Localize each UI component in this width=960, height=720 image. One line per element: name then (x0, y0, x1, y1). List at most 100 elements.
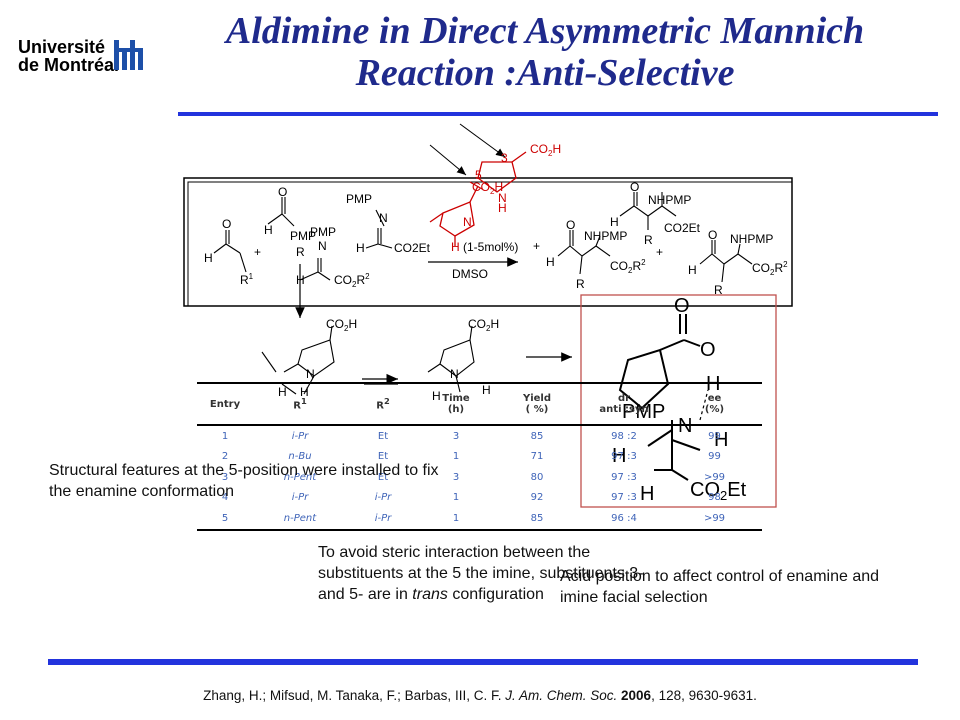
svg-text:N: N (318, 239, 327, 253)
svg-text:N: N (306, 367, 315, 381)
svg-text:H: H (688, 263, 697, 277)
header-ee: ee(%) (704, 393, 725, 415)
svg-text:R: R (576, 277, 585, 291)
svg-text:CO2R2: CO2R2 (752, 260, 788, 277)
header-entry: Entry (209, 398, 241, 410)
svg-text:O: O (566, 218, 575, 232)
position-5-label: 5 (475, 168, 482, 182)
catalyst-acid-top-label: CO2H (530, 142, 561, 158)
svg-text:H: H (356, 241, 365, 255)
ts-acid-o-label: O (700, 339, 716, 361)
reaction-scheme: CO2H CO2H N H N H 3 5 (1-5mol%) DMSO O H… (183, 123, 793, 508)
pointer-arrow-5 (429, 144, 467, 176)
catalyst-loading-label: (1-5mol%) (463, 240, 518, 254)
svg-text:H: H (482, 383, 491, 397)
svg-text:+: + (533, 239, 540, 253)
catalyst-n2-label: N (463, 215, 472, 229)
svg-text:R: R (296, 245, 305, 259)
pointer-arrow-3 (459, 123, 506, 158)
svg-text:PMP: PMP (290, 229, 316, 243)
svg-text:O: O (708, 228, 717, 242)
slide-title: Aldimine in Direct Asymmetric Mannich Re… (150, 10, 940, 94)
note-acid-position: Acid position to affect control of enami… (560, 568, 880, 606)
svg-text:R1: R1 (240, 272, 254, 287)
svg-text:PMP: PMP (310, 225, 336, 239)
logo-line-1: Université (18, 37, 106, 57)
svg-text:CO2R2: CO2R2 (610, 258, 646, 275)
ts-acid-h-label: H (706, 373, 720, 395)
aldehyde-reactant (213, 230, 247, 273)
svg-text:+: + (656, 245, 663, 259)
solvent-label: DMSO (452, 267, 488, 281)
svg-text:CO2R2: CO2R2 (334, 272, 370, 289)
svg-text:O: O (630, 180, 639, 194)
svg-text:H: H (204, 251, 213, 265)
svg-text:H: H (264, 223, 273, 237)
university-emblem-icon (114, 40, 143, 70)
catalyst-n-label: N (498, 191, 507, 205)
svg-text:PMP: PMP (346, 192, 372, 206)
ts-co2et-label: CO2Et (690, 479, 747, 503)
scheme-frame (183, 177, 793, 307)
title-line-1: Aldimine in Direct Asymmetric Mannich (225, 10, 865, 52)
note-trans-configuration: To avoid steric interaction between the … (318, 544, 644, 603)
enamine-intermediate-1 (261, 325, 335, 395)
footer-rule (48, 659, 918, 665)
catalyst-h-label: H (498, 201, 507, 215)
citation-rest: , 128, 9630-9631. (651, 688, 757, 703)
product-structures (557, 192, 753, 283)
header-r1: R1 (293, 396, 307, 412)
svg-text:CO2H: CO2H (468, 317, 499, 333)
position-3-label: 3 (501, 151, 508, 165)
svg-text:H: H (278, 385, 287, 399)
svg-text:NHPMP: NHPMP (584, 229, 627, 243)
svg-text:NHPMP: NHPMP (730, 232, 773, 246)
citation: Zhang, H.; Mifsud, M. Tanaka, F.; Barbas… (0, 688, 960, 703)
ts-pmp-label: PMP (622, 401, 665, 423)
svg-text:H: H (300, 385, 309, 399)
svg-text:H: H (432, 389, 441, 403)
logo-line-2: de Montréal (18, 55, 120, 75)
enamine-intermediate-2 (427, 325, 475, 393)
ts-h-right-label: H (714, 429, 728, 451)
header-r2: R2 (376, 396, 390, 412)
svg-text:R: R (644, 233, 653, 247)
catalyst-structure (429, 151, 527, 246)
imine-reactant-1 (267, 197, 295, 227)
note-5-position: Structural features at the 5-position we… (49, 462, 439, 500)
svg-text:CO2H: CO2H (326, 317, 357, 333)
svg-text:R: R (714, 283, 723, 297)
title-line-2: Reaction :Anti-Selective (355, 52, 735, 94)
title-underline (178, 112, 938, 116)
svg-text:H: H (610, 215, 619, 229)
header-time: Time(h) (442, 393, 470, 415)
svg-text:N: N (379, 211, 388, 225)
ts-h-left-label: H (612, 445, 626, 467)
citation-journal: J. Am. Chem. Soc. (505, 688, 618, 703)
svg-text:NHPMP: NHPMP (648, 193, 691, 207)
citation-year: 2006 (621, 688, 652, 703)
ts-h-bottom-label: H (640, 483, 654, 505)
svg-text:O: O (222, 217, 231, 231)
transition-state-box (580, 294, 777, 508)
svg-text:+: + (254, 245, 261, 259)
header-yield: Yield( %) (522, 393, 552, 415)
svg-text:CO2Et: CO2Et (394, 241, 431, 255)
catalyst-acid-mid-label: CO2H (472, 180, 503, 196)
ts-n-label: N (678, 415, 692, 437)
ts-carbonyl-o-label: O (674, 295, 690, 317)
citation-authors: Zhang, H.; Mifsud, M. Tanaka, F.; Barbas… (203, 688, 502, 703)
university-logo-text: Université de Montréal (18, 38, 119, 74)
catalyst-h2-label: H (451, 240, 460, 254)
svg-text:N: N (450, 367, 459, 381)
transition-state-structure (618, 314, 701, 481)
svg-text:CO2Et: CO2Et (664, 221, 701, 235)
